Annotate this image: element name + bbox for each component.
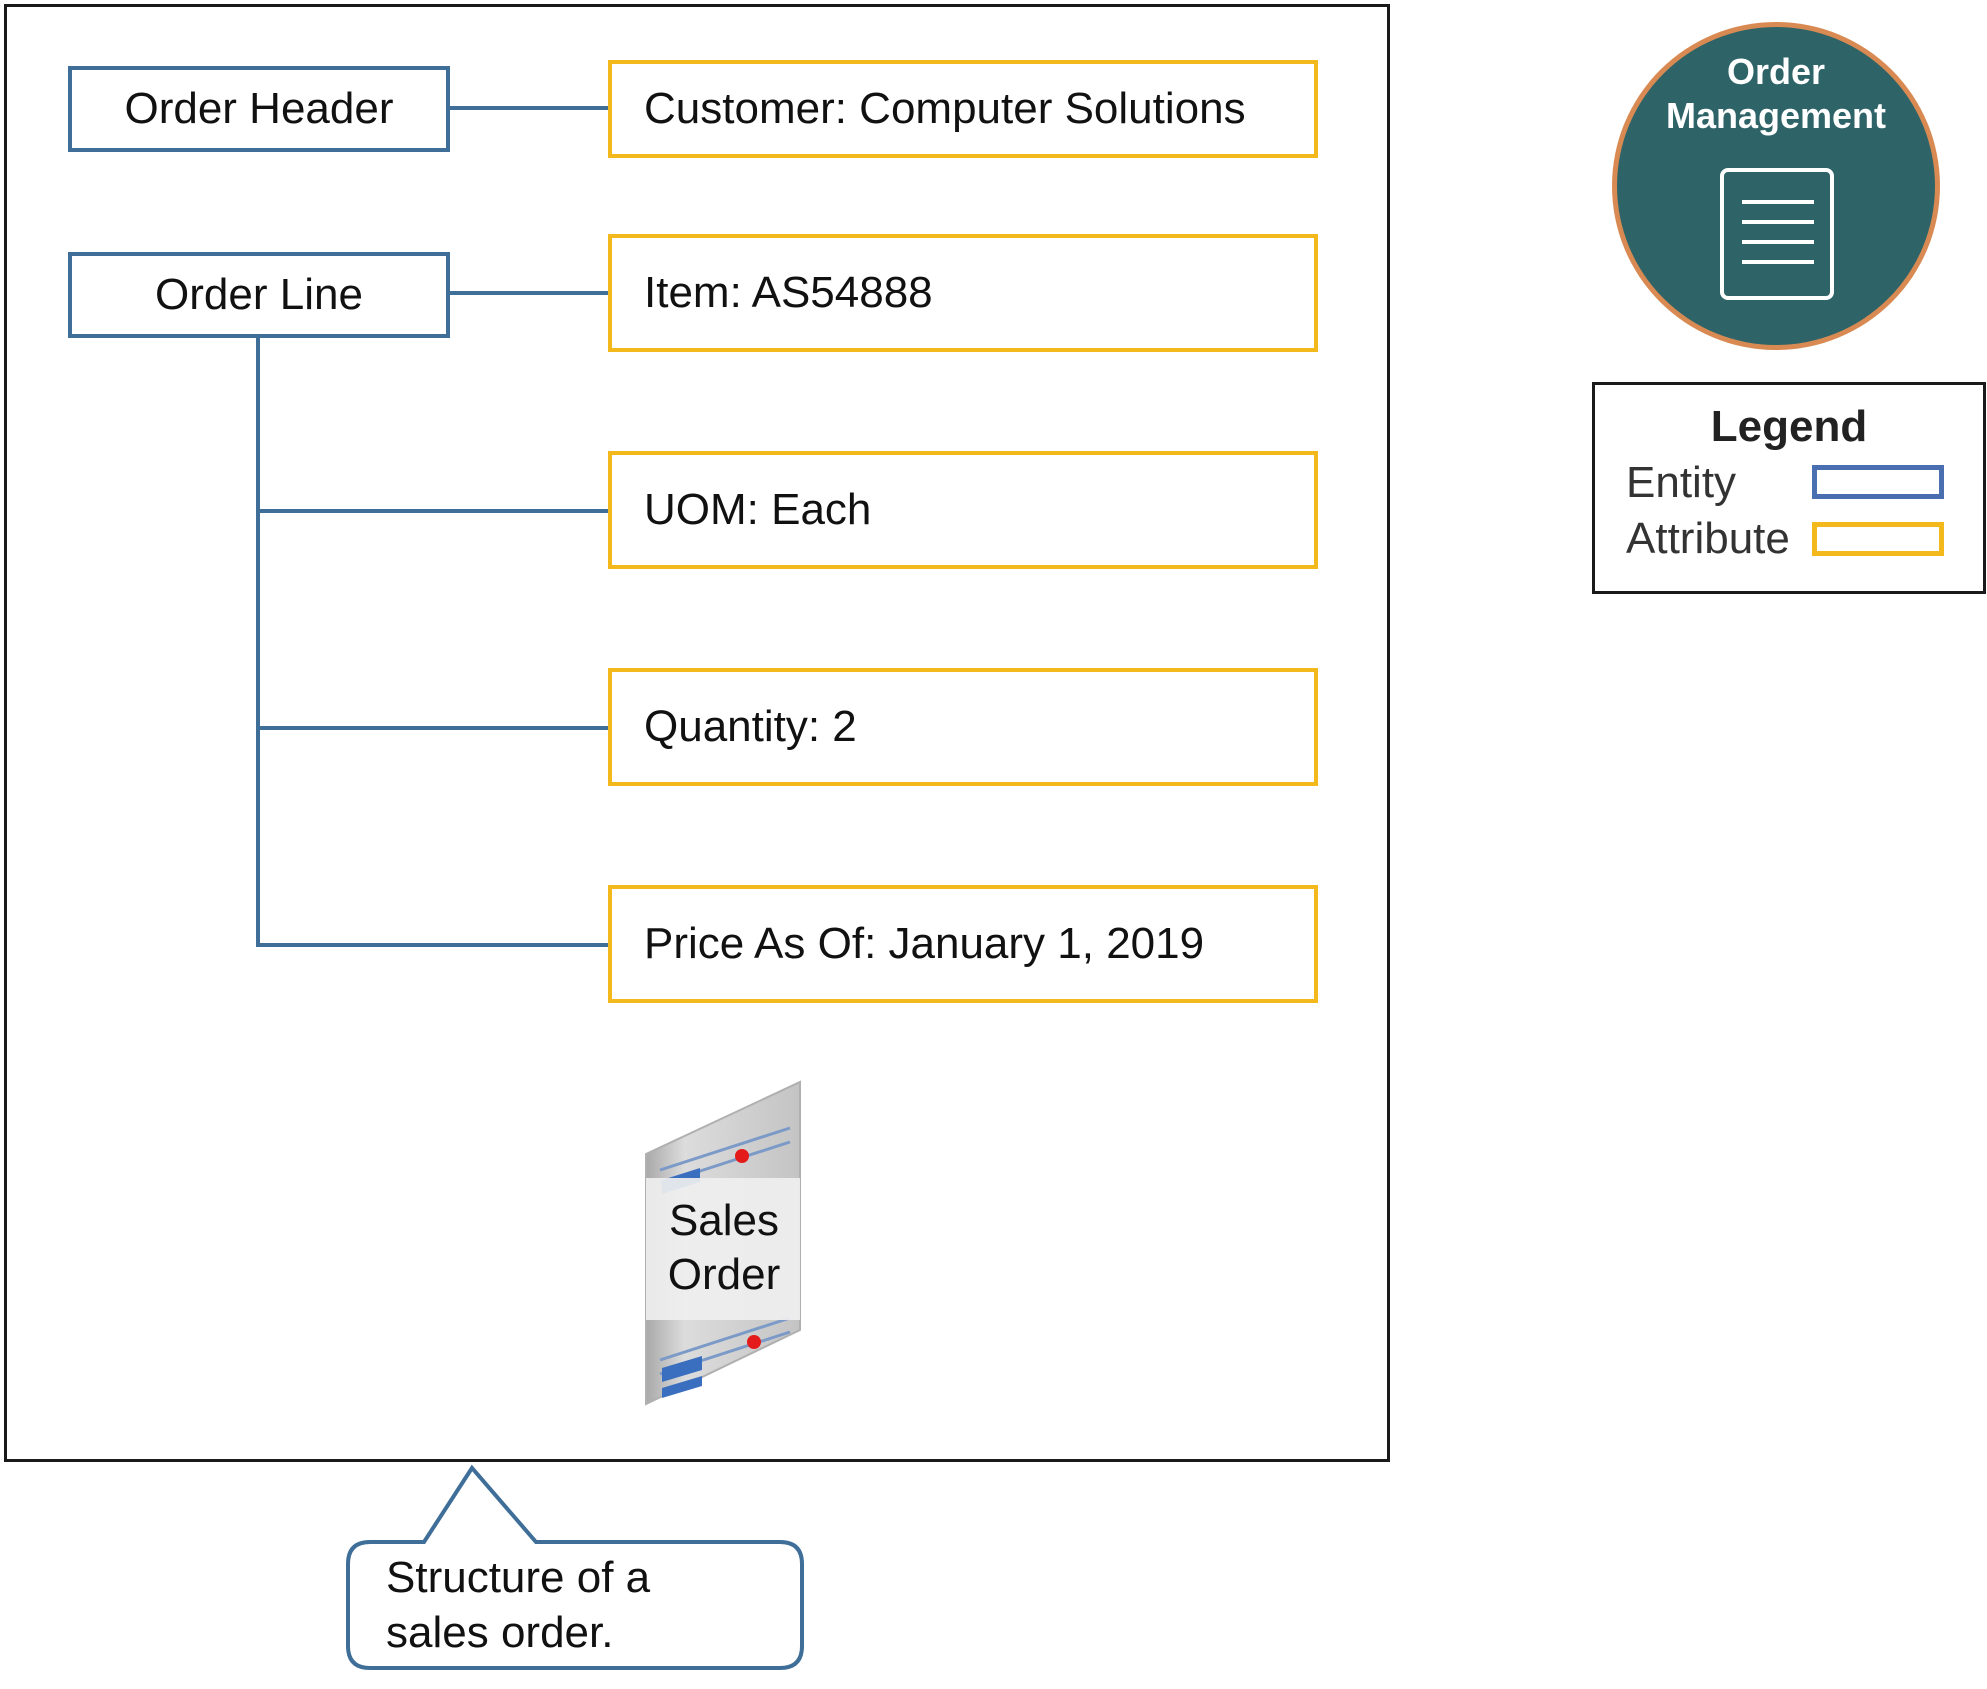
order-management-badge — [1612, 22, 1940, 350]
order-management-title: Order Management — [1610, 50, 1942, 138]
attribute-item: Item: AS54888 — [608, 234, 1318, 352]
attribute-quantity-label: Quantity: 2 — [644, 702, 857, 751]
diagram-frame — [4, 4, 1390, 1462]
entity-order-line-label: Order Line — [155, 270, 363, 319]
attribute-uom: UOM: Each — [608, 451, 1318, 569]
legend-attribute-label: Attribute — [1626, 514, 1790, 563]
attribute-uom-label: UOM: Each — [644, 485, 872, 534]
sales-order-document-icon — [645, 1080, 801, 1406]
sales-order-label: Sales Order — [648, 1178, 800, 1318]
order-management-title-line2: Management — [1665, 95, 1887, 136]
sales-order-label-line2: Order — [667, 1250, 781, 1299]
legend-entity-label: Entity — [1626, 458, 1737, 507]
connector-line-trunk — [256, 335, 610, 947]
attribute-price-as-of-label: Price As Of: January 1, 2019 — [644, 919, 1205, 968]
callout-text-line1: Structure of a — [386, 1553, 651, 1602]
legend-entity-swatch — [1812, 465, 1944, 499]
attribute-customer-label: Customer: Computer Solutions — [644, 84, 1246, 133]
sales-order-label-line1: Sales — [668, 1196, 780, 1245]
callout-text: Structure of a sales order. — [386, 1550, 786, 1660]
attribute-customer: Customer: Computer Solutions — [608, 60, 1318, 158]
order-management-title-line1: Order — [1726, 51, 1826, 92]
entity-order-line: Order Line — [68, 252, 450, 338]
entity-order-header-label: Order Header — [124, 84, 394, 133]
attribute-item-label: Item: AS54888 — [644, 268, 933, 317]
callout-text-line2: sales order. — [386, 1608, 614, 1657]
entity-order-header: Order Header — [68, 66, 450, 152]
document-list-icon — [1720, 168, 1834, 300]
legend-title: Legend — [1710, 402, 1868, 451]
legend-attribute-swatch — [1812, 522, 1944, 556]
attribute-quantity: Quantity: 2 — [608, 668, 1318, 786]
attribute-price-as-of: Price As Of: January 1, 2019 — [608, 885, 1318, 1003]
